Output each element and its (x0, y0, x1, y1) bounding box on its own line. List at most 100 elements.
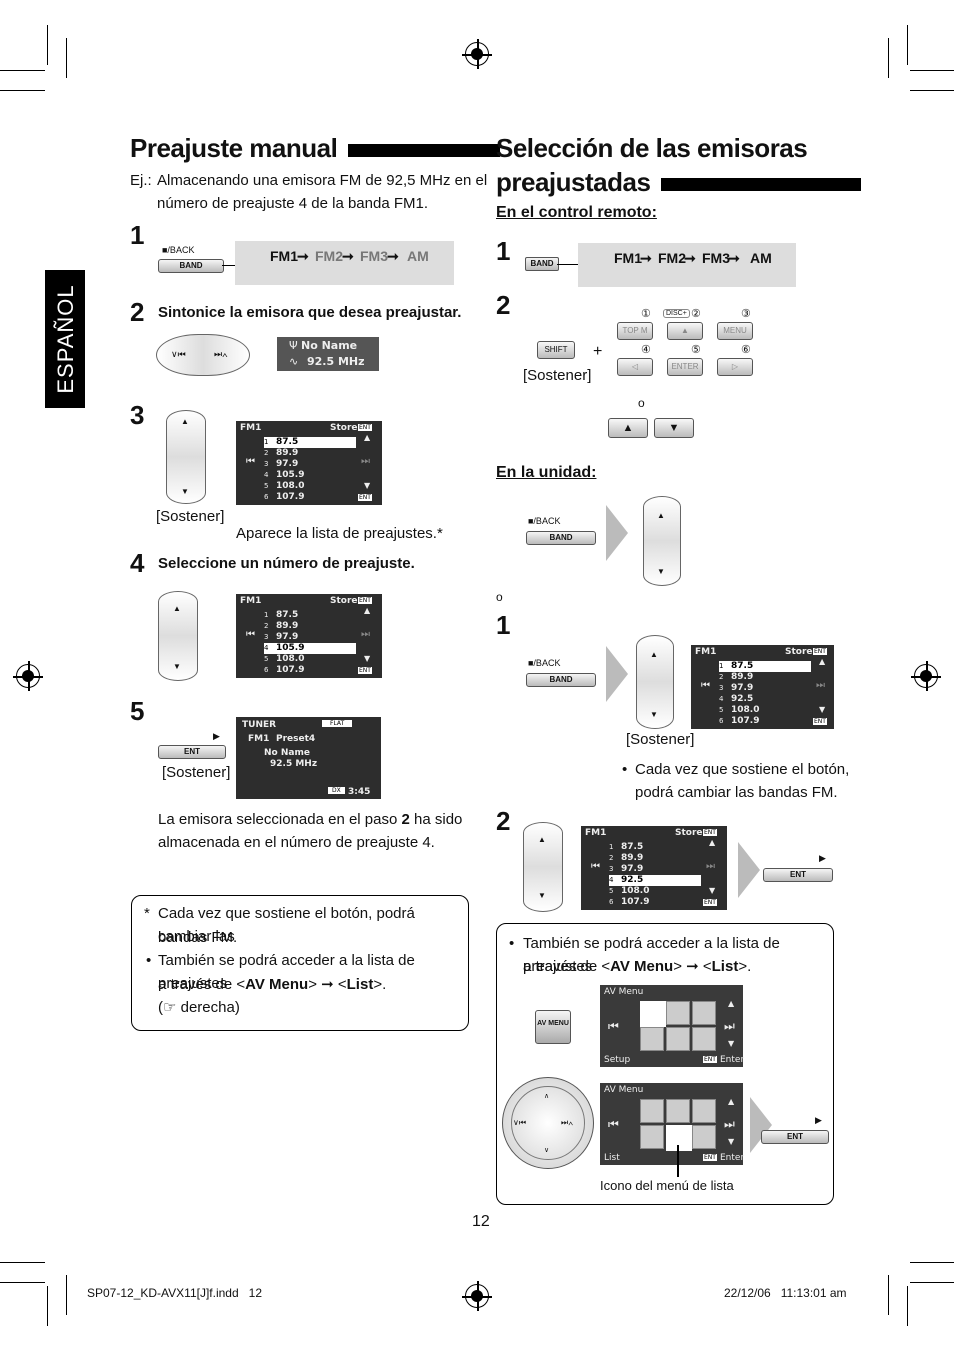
down-icon: ▼ (364, 654, 371, 663)
preset-row: 107.9 (276, 492, 305, 502)
band-button[interactable]: BAND (158, 259, 224, 273)
down-icon: ▼ (728, 1039, 735, 1048)
av-menu-footer: List (604, 1153, 620, 1163)
control-knob[interactable]: ▲ ▼ (643, 496, 681, 586)
shift-button[interactable]: SHIFT (537, 341, 575, 359)
store-label: Store (330, 423, 358, 433)
band-button-label: BAND (549, 533, 573, 542)
footnote-line-1: Cada vez que sostiene el botón, podrá ca… (158, 905, 415, 945)
language-label: ESPAÑOL (53, 284, 78, 394)
preset-number-icon: 1 (719, 662, 724, 670)
step-4-number: 4 (130, 548, 145, 578)
remote-key-6[interactable]: ▷ (717, 358, 753, 376)
box-line-1: También se podrá acceder a la lista de p… (523, 935, 780, 975)
control-knob[interactable]: ▲ ▼ (166, 410, 206, 504)
arrow-icon: ➞ (297, 248, 309, 264)
up-icon: ▲ (657, 511, 665, 520)
control-knob[interactable]: ▲ ▼ (158, 591, 198, 681)
section-title-select-preset-1: Selección de las emisoras (496, 133, 808, 163)
preset-number-icon: 5 (609, 887, 614, 895)
plus-sign: + (593, 343, 603, 360)
remote-band-button[interactable]: BAND (525, 257, 559, 271)
key-number: ② (691, 308, 701, 320)
preset-row: 89.9 (276, 621, 299, 631)
station-frequency: 92.5 MHz (270, 759, 318, 769)
registration-mark-left (13, 661, 43, 691)
back-label: ■/BACK (528, 658, 561, 668)
av-menu-button[interactable]: AV MENU (535, 1010, 571, 1044)
arrow-icon: ➞ (640, 250, 652, 266)
up-icon: ▲ (819, 657, 826, 666)
remote-key-3[interactable]: MENU (717, 322, 753, 340)
list-icon-caption: Icono del menú de lista (600, 1178, 734, 1193)
preset-number-icon: 6 (264, 666, 269, 674)
preset-row: 92.5 (609, 875, 701, 886)
page-number: 12 (472, 1213, 490, 1230)
next-arrow-icon (750, 1097, 772, 1153)
seek-forward-icon: ⏭∧ (561, 1118, 574, 1127)
result-step-number: 2 (401, 811, 410, 828)
preset-number-icon: 6 (609, 898, 614, 906)
remote-key-5[interactable]: ENTER (667, 358, 703, 376)
band-label: FM1 (695, 647, 717, 657)
preset-number-icon: 4 (264, 471, 269, 479)
preset-number-icon: 1 (609, 843, 614, 851)
preset-number-icon: 2 (264, 449, 269, 457)
control-knob[interactable]: ▲ ▼ (523, 822, 563, 912)
control-knob[interactable]: ▲ ▼ (636, 635, 674, 729)
ent-button[interactable]: ENT (761, 1130, 829, 1144)
up-icon: ▲ (173, 604, 181, 613)
preset-row: 108.0 (731, 705, 760, 715)
multi-control-dial[interactable]: ∧ ∨ ∨⏮ ⏭∧ (502, 1077, 594, 1169)
preset-row: 97.9 (276, 459, 299, 469)
bluetooth-icon (692, 1027, 716, 1051)
ent-badge: ENT (703, 1056, 717, 1063)
preset-number-icon: 2 (719, 673, 724, 681)
remote-key-2[interactable]: ▲ (667, 322, 703, 340)
up-icon: ▲ (364, 433, 371, 442)
ent-badge: ENT (358, 424, 372, 431)
remote-key-1[interactable]: TOP M (617, 322, 653, 340)
footnote-star: * (144, 905, 150, 922)
band-label: FM1 (585, 828, 607, 838)
preset-number-icon: 2 (609, 854, 614, 862)
preset-number-icon: 6 (719, 717, 724, 725)
ent-button[interactable]: ENT (158, 745, 226, 759)
seek-knob[interactable]: ∨⏮ ⏭∧ (156, 334, 250, 376)
up-icon: ▲ (364, 606, 371, 615)
language-tab: ESPAÑOL (45, 270, 85, 408)
band-button[interactable]: BAND (526, 531, 596, 545)
band-label: FM1 (240, 423, 262, 433)
unit-step-2-number: 2 (496, 806, 511, 836)
down-icon: ▼ (538, 891, 546, 900)
band-button-label: BAND (549, 675, 573, 684)
enter-label: Enter (720, 1055, 745, 1065)
ent-button-label: ENT (790, 870, 806, 879)
prev-icon: ⏮ (608, 1117, 619, 1131)
down-arrow-button[interactable]: ▼ (654, 418, 694, 438)
station-name: No Name (264, 748, 310, 758)
ent-button-label: ENT (787, 1132, 803, 1141)
title-text: preajustadas (496, 167, 651, 197)
seek-back-icon: ∨⏮ (171, 349, 186, 359)
ent-button[interactable]: ENT (763, 868, 833, 882)
remote-key-4[interactable]: ◁ (617, 358, 653, 376)
station-name: No Name (301, 339, 358, 352)
store-label: Store (330, 596, 358, 606)
footnote-box: * Cada vez que sostiene el botón, podrá … (131, 895, 469, 1031)
ent-button-label: ENT (184, 747, 200, 756)
store-label: Store (785, 647, 813, 657)
hold-label: [Sostener] (162, 764, 231, 781)
preset-row: 89.9 (276, 448, 299, 458)
prev-icon: ⏮ (246, 456, 255, 467)
preset-number-icon: 4 (609, 876, 614, 884)
band-button[interactable]: BAND (526, 673, 596, 687)
band-connector (557, 264, 579, 265)
preset-row: 108.0 (276, 654, 305, 664)
setup-icon (640, 1099, 664, 1123)
result-text-1: La emisora seleccionada en el paso 2 ha … (158, 808, 462, 831)
ent-badge: ENT (703, 1154, 717, 1161)
up-arrow-button[interactable]: ▲ (608, 418, 648, 438)
remote-step-1-number: 1 (496, 236, 511, 266)
